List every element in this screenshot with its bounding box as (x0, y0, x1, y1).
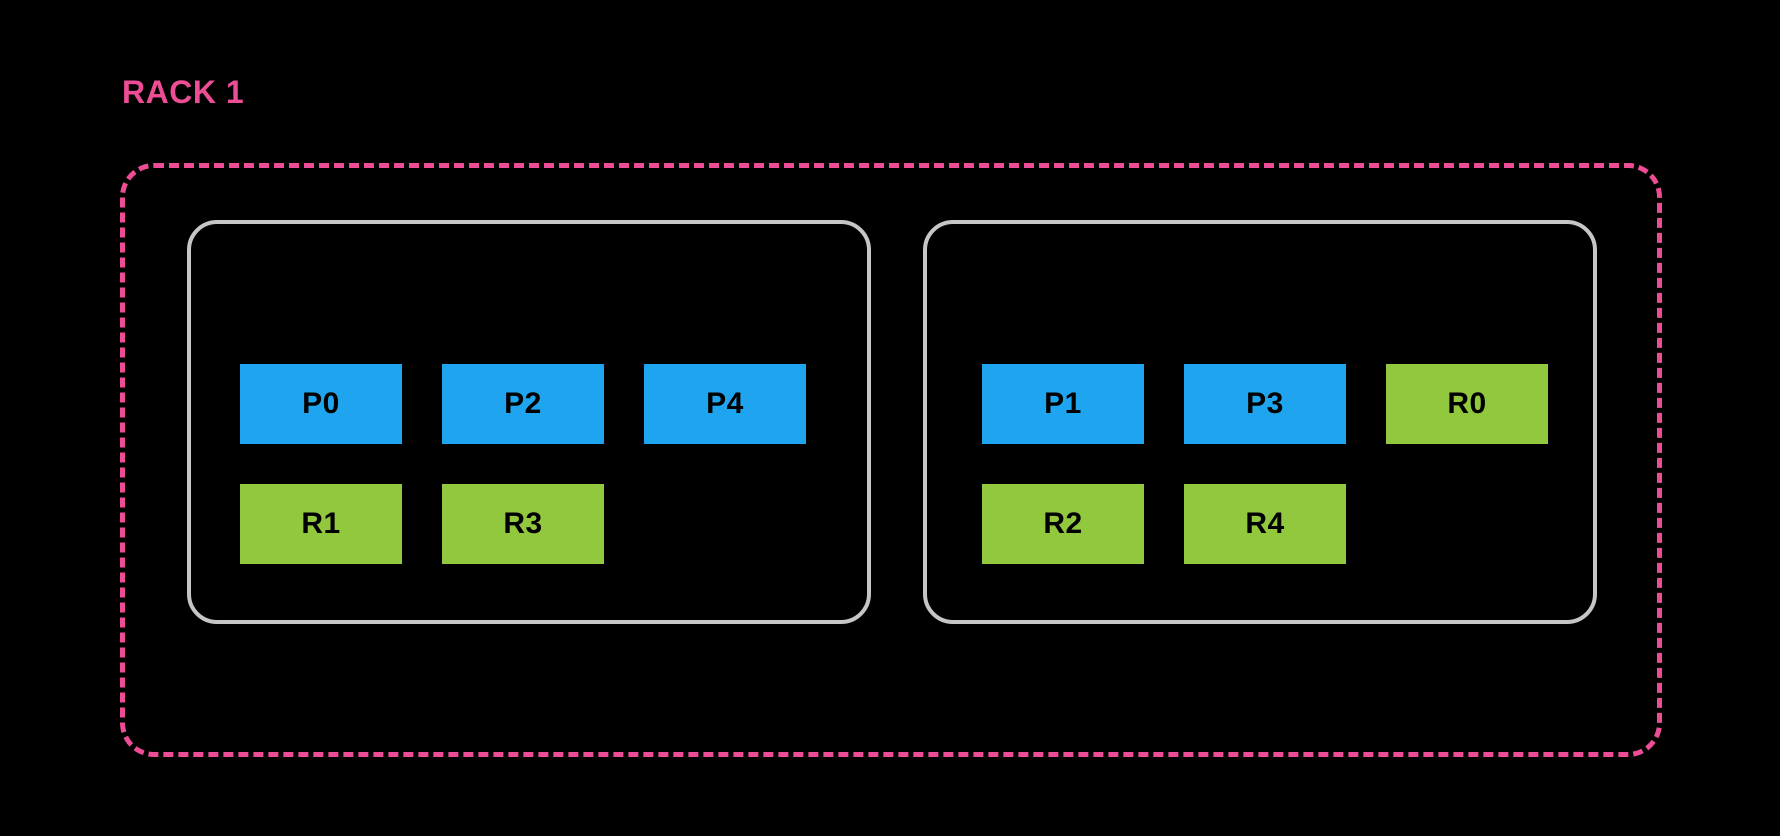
cell-p4: P4 (644, 364, 806, 444)
cell-r2: R2 (982, 484, 1144, 564)
cell-empty-node-2 (1386, 484, 1548, 564)
node-1-cell-grid: P0 P2 P4 R1 R3 (240, 364, 806, 564)
node-2-cell-grid: P1 P3 R0 R2 R4 (982, 364, 1548, 564)
rack-boundary (120, 163, 1662, 757)
cell-p2: P2 (442, 364, 604, 444)
cell-r3: R3 (442, 484, 604, 564)
cell-r4: R4 (1184, 484, 1346, 564)
rack-label: RACK 1 (122, 74, 245, 110)
cell-p1: P1 (982, 364, 1144, 444)
cell-r0: R0 (1386, 364, 1548, 444)
cell-p0: P0 (240, 364, 402, 444)
node-group-1 (187, 220, 871, 624)
cell-p3: P3 (1184, 364, 1346, 444)
cell-r1: R1 (240, 484, 402, 564)
node-group-2 (923, 220, 1597, 624)
cell-empty-node-1 (644, 484, 806, 564)
